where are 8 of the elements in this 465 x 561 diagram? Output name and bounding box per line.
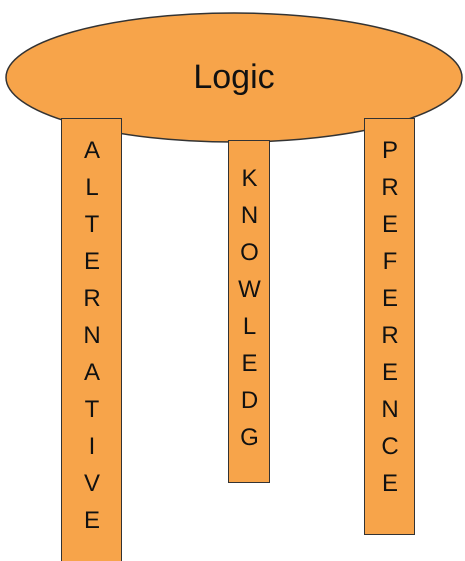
ellipse-label: Logic — [193, 58, 275, 97]
ellipse-shape — [5, 12, 463, 143]
vertical-label: KNOWLEDG — [237, 165, 261, 461]
vertical-bar — [228, 140, 270, 483]
vertical-bar — [61, 118, 122, 561]
vertical-bar — [364, 118, 415, 535]
vertical-label: ALTERNATIVE — [80, 137, 104, 544]
vertical-label: PREFERENCE — [378, 137, 402, 507]
